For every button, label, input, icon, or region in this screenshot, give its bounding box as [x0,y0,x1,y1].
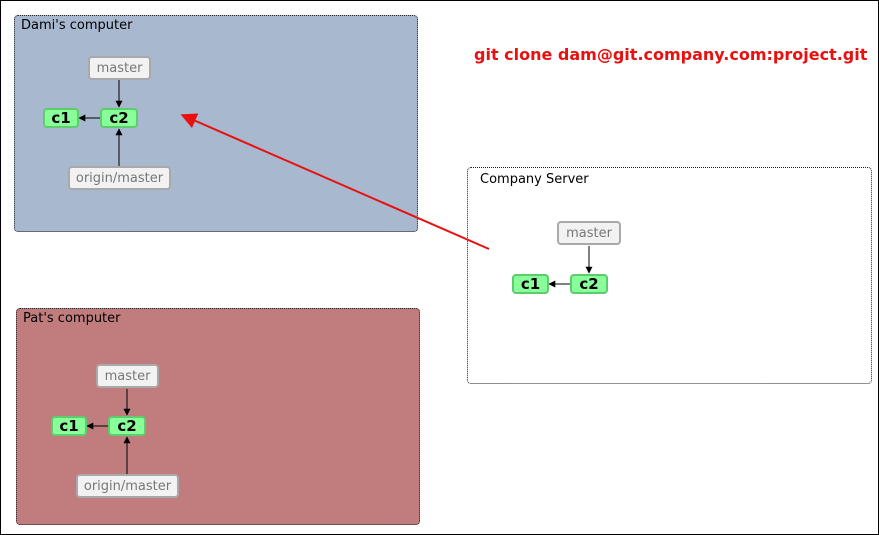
git-clone-command: git clone dam@git.company.com:project.gi… [474,45,868,64]
pat-commit-c2: c2 [108,416,146,436]
dami-computer-title: Dami's computer [21,18,133,33]
dami-commit-c1: c1 [43,108,79,128]
company-server-title: Company Server [480,172,589,187]
dami-origin-master-ref: origin/master [68,166,171,190]
server-commit-c1: c1 [512,274,549,294]
pat-origin-master-ref: origin/master [76,474,179,498]
dami-master-ref: master [88,56,151,80]
dami-commit-c2: c2 [100,108,138,128]
clone-arrow [180,113,490,250]
server-master-ref: master [557,221,621,245]
pat-computer-title: Pat's computer [23,311,121,326]
pat-master-ref: master [96,364,159,388]
pat-commit-c1: c1 [51,416,87,436]
server-commit-c2: c2 [570,274,608,294]
dami-computer-box: Dami's computer [14,15,418,232]
